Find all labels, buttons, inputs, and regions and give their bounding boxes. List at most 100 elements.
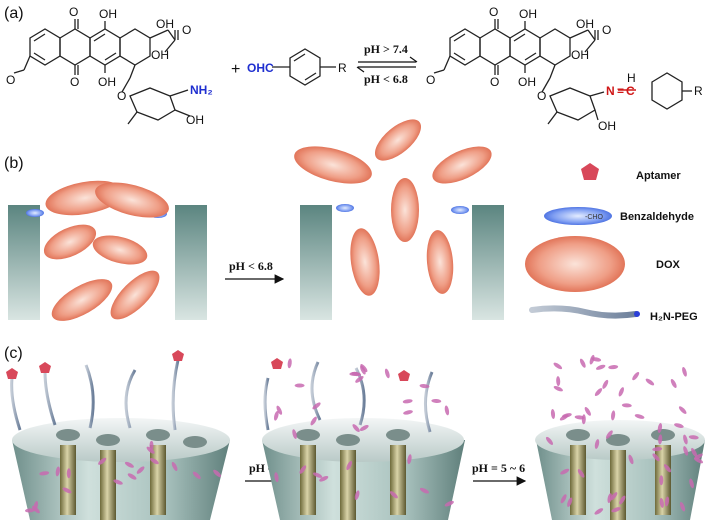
imine-hydrogen: H [627, 71, 636, 85]
dox-speck [39, 471, 50, 476]
benzaldehyde-glyph-text: -CHO [585, 214, 603, 221]
benzaldehyde-reactant [272, 48, 336, 86]
dox-speck [384, 368, 390, 379]
dox-molecule [350, 228, 380, 296]
dox-speck [312, 472, 323, 478]
dox-molecule [294, 146, 372, 184]
dox-speck [611, 507, 621, 513]
dox-speck [55, 466, 60, 477]
condition-b: pH < 6.8 [229, 259, 273, 273]
dox-speck [560, 494, 567, 504]
dox-speck [607, 493, 612, 504]
dox-speck [602, 379, 609, 389]
dox-speck [124, 461, 134, 468]
dox-speck [584, 407, 591, 416]
r-group: R [338, 61, 347, 75]
reactant-methoxy-o: O [6, 73, 15, 87]
pore-wall-left [8, 205, 40, 320]
dox-speck [619, 495, 626, 505]
dox-speck [273, 410, 279, 421]
dox-speck [310, 416, 317, 426]
dox-speck [610, 492, 618, 501]
dox-speck [136, 466, 145, 474]
dox-speck [688, 435, 699, 440]
dox-speck [652, 453, 660, 462]
product-carbonyl-o-bottom: O [490, 75, 499, 89]
dox-speck [319, 476, 329, 482]
legend-benzaldehyde: Benzaldehyde [620, 211, 694, 223]
panel-c-label: (c) [4, 345, 23, 362]
dox-speck [171, 461, 178, 471]
dox-speck [98, 457, 107, 465]
dox-speck [402, 399, 413, 404]
doxorubicin-reactant [13, 19, 191, 125]
legend-dox: DOX [656, 259, 681, 271]
dox-speck [657, 423, 663, 433]
dox-speck [562, 413, 572, 418]
plus-sign: + [231, 61, 240, 78]
reactant-carbonyl-o-top: O [69, 5, 78, 19]
reactant-oh-4: OH [98, 75, 116, 89]
dox-speck [670, 378, 677, 389]
product-methoxy-o: O [426, 73, 435, 87]
reactant-oh-1: OH [99, 7, 117, 21]
dox-speck [66, 468, 71, 479]
dox-speck [658, 434, 663, 445]
dox-speck [287, 358, 292, 369]
dox-speck [431, 398, 442, 404]
dox-molecule [432, 146, 492, 184]
equilibrium-arrows [356, 56, 418, 73]
benzaldehyde-icon [544, 207, 612, 225]
dox-speck [683, 446, 689, 456]
dox-speck [550, 409, 556, 419]
dox-speck [545, 436, 554, 445]
dox-speck [553, 385, 563, 392]
nanoparticle-released [535, 420, 705, 520]
dox-speck [346, 460, 353, 471]
dox-speck [659, 497, 664, 508]
dox-speck [407, 454, 412, 465]
dox-speck [595, 364, 606, 370]
dox-speck [693, 457, 704, 464]
panel-a-label: (a) [4, 5, 24, 22]
dox-speck [359, 425, 369, 431]
dox-speck [355, 375, 364, 383]
dox-molecule [391, 178, 419, 242]
reactant-amine: NH₂ [190, 83, 213, 97]
imine-carbon: C [626, 84, 635, 98]
reactant-glycoside-o: O [117, 89, 126, 103]
dox-speck [419, 384, 430, 389]
released-dox-cloud [25, 354, 704, 515]
dox-speck [683, 434, 688, 445]
dox-speck [127, 473, 137, 480]
legend: Aptamer -CHO Benzaldehyde DOX H₂N-PEG [525, 163, 698, 323]
dox-speck [679, 501, 686, 512]
dox-speck [31, 505, 40, 514]
reactant-oh-3: OH [151, 48, 169, 62]
condition-c2: pH = 5 ~ 6 [472, 461, 525, 475]
dox-speck [419, 487, 430, 494]
reactant-oh-2: OH [156, 17, 174, 31]
benzaldehyde-cap [336, 204, 354, 212]
dox-speck [691, 448, 698, 457]
dox-speck [560, 468, 570, 475]
pore-wall-left [300, 205, 332, 320]
dox-speck [594, 439, 600, 449]
product-oh-1: OH [519, 7, 537, 21]
legend-aptamer: Aptamer [636, 170, 681, 182]
panel-b-label: (b) [4, 155, 24, 172]
dox-speck [674, 423, 684, 428]
dox-speck [113, 479, 123, 485]
nanoparticle-uncapping [262, 358, 465, 520]
dox-speck [574, 415, 585, 420]
aptamer-icon [581, 163, 599, 180]
dox-molecule [92, 235, 148, 265]
open-pore [294, 119, 504, 320]
product-oh-2: OH [576, 17, 594, 31]
dox-speck [628, 454, 634, 465]
imine-nitrogen: N [606, 84, 615, 98]
dox-speck [663, 464, 672, 473]
dox-speck [444, 405, 450, 416]
benzaldehyde-cap [451, 206, 469, 214]
